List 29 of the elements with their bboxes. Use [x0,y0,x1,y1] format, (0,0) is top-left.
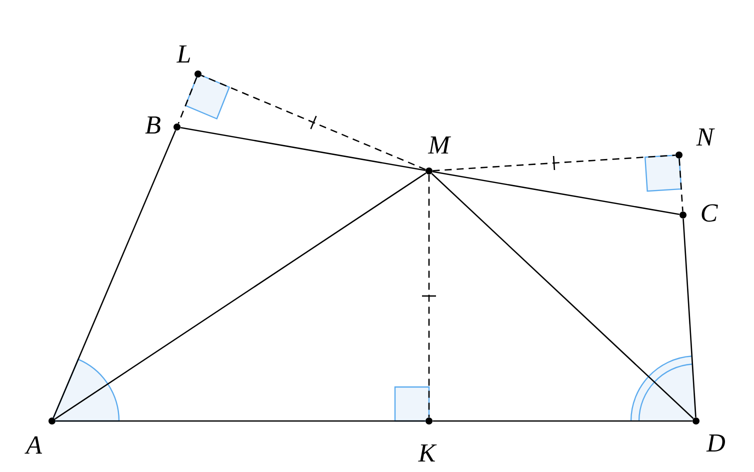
line-segment [432,170,680,215]
point: L [176,45,202,78]
node-label: L [176,45,190,63]
line-segment [52,130,176,418]
node-label: D [706,434,725,452]
node-label: M [428,136,452,154]
dashed-line [201,74,426,170]
dashed-line [432,154,676,172]
line-segment [54,172,426,420]
node-label: C [702,204,718,222]
node-label: K [418,444,437,462]
point: A [24,418,56,454]
point: K [418,418,437,462]
node-label: A [24,436,42,454]
point: C [680,204,718,222]
point: B [145,116,180,134]
point: N [676,128,715,158]
line-segment [432,420,692,422]
line-segment [431,173,694,419]
point: D [692,418,725,452]
dashed-line [428,174,430,418]
line-segment [56,420,426,422]
line-segment [180,127,426,171]
node-label: B [145,116,160,134]
line-segment [682,218,696,418]
node-label: N [696,128,715,146]
point: M [426,136,452,174]
dashed-line [678,158,684,212]
dashed-line [178,77,198,124]
